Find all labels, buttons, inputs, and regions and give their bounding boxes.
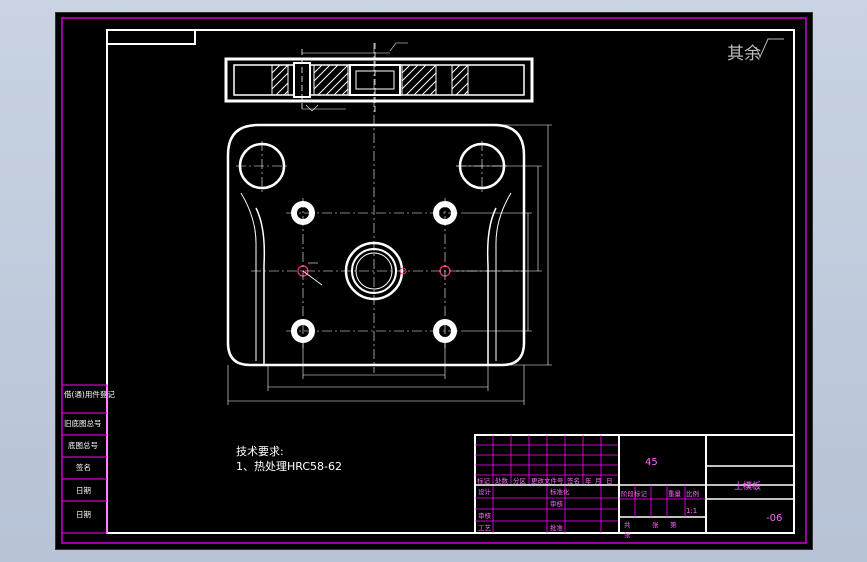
part-name: 上模板 xyxy=(734,480,761,492)
hdr-change-doc: 更改文件号 xyxy=(531,476,564,485)
outer-frame xyxy=(61,17,807,544)
label-total: 共 xyxy=(624,520,631,529)
label-weight: 重量 xyxy=(668,490,682,498)
tech-requirement-1: 1、热处理HRC58-62 xyxy=(236,460,342,473)
stamp-label-2: 底图总号 xyxy=(68,440,98,450)
material-value: 45 xyxy=(645,457,658,468)
stamp-label-4: 日期 xyxy=(76,486,91,495)
hdr-mark: 标记 xyxy=(477,476,491,485)
left-stamp-table: 借(通)用件登记 旧底图总号 底图总号 签名 日期 日期 xyxy=(61,384,115,534)
label-check: 审核 xyxy=(550,499,564,508)
label-process: 工艺 xyxy=(478,524,492,532)
corner-text: 其余 xyxy=(727,44,761,64)
title-block: 标记 处数 分区 更改文件号 签名 年 月 日 设计 标准化 审核 审核 工艺 … xyxy=(474,434,795,539)
drawing-sheet: 其余 xyxy=(55,12,813,550)
stamp-label-3: 签名 xyxy=(76,462,91,472)
drawing-number: -06 xyxy=(766,513,782,524)
section-view xyxy=(224,42,534,113)
hdr-zone: 分区 xyxy=(513,476,527,485)
stamp-label-1: 旧底图总号 xyxy=(64,418,102,428)
label-page-sheet: 张 xyxy=(624,530,631,539)
label-ratio: 比例 xyxy=(686,489,699,498)
hdr-count: 处数 xyxy=(495,476,509,485)
hdr-year: 年 xyxy=(585,476,592,485)
inner-frame xyxy=(106,29,795,534)
roughness-symbol xyxy=(755,38,784,59)
scale-value: 1:1 xyxy=(686,507,697,515)
label-page: 第 xyxy=(670,520,677,529)
hdr-sign: 签名 xyxy=(567,476,580,485)
label-review: 审核 xyxy=(478,511,492,520)
top-left-box xyxy=(106,29,196,45)
hdr-day: 日 xyxy=(606,477,613,485)
label-stage-mark: 阶段标记 xyxy=(621,489,648,498)
hdr-month: 月 xyxy=(595,477,602,485)
label-sheet: 张 xyxy=(652,520,659,529)
drawing-canvas: 其余 xyxy=(61,17,807,544)
stamp-label-0: 借(通)用件登记 xyxy=(64,389,115,399)
label-design: 设计 xyxy=(478,487,492,496)
label-approve: 批准 xyxy=(550,523,564,532)
tech-requirements-title: 技术要求: xyxy=(236,445,284,458)
label-standardize: 标准化 xyxy=(550,487,570,496)
plan-view xyxy=(226,43,552,405)
stamp-label-5: 日期 xyxy=(76,510,91,519)
